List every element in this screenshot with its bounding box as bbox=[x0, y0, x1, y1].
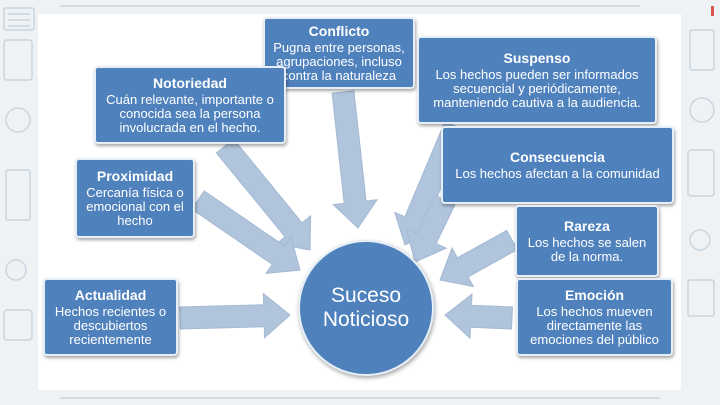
consecuencia-desc: Los hechos afectan a la comunidad bbox=[455, 167, 660, 181]
suspenso-desc: Los hechos pueden ser informados secuenc… bbox=[425, 68, 649, 110]
arrow-rareza bbox=[440, 230, 517, 286]
notoriedad-desc: Cuán relevante, importante o conocida se… bbox=[102, 93, 278, 135]
box-proximidad: Proximidad Cercanía física o emocional c… bbox=[75, 158, 195, 238]
arrow-emocion bbox=[445, 294, 513, 338]
box-notoriedad: Notoriedad Cuán relevante, importante o … bbox=[94, 66, 286, 144]
notoriedad-title: Notoriedad bbox=[153, 75, 227, 91]
rareza-title: Rareza bbox=[564, 218, 610, 234]
arrow-conflicto bbox=[332, 91, 377, 228]
box-suspenso: Suspenso Los hechos pueden ser informado… bbox=[417, 36, 657, 124]
center-label: Suceso Noticioso bbox=[323, 284, 409, 332]
actualidad-desc: Hechos recientes o descubiertos reciente… bbox=[51, 305, 170, 347]
suspenso-title: Suspenso bbox=[504, 50, 571, 66]
emocion-title: Emoción bbox=[565, 287, 624, 303]
conflicto-desc: Pugna entre personas, agrupaciones, incl… bbox=[271, 41, 407, 83]
box-actualidad: Actualidad Hechos recientes o descubiert… bbox=[43, 278, 178, 356]
conflicto-title: Conflicto bbox=[309, 23, 370, 39]
box-emocion: Emoción Los hechos mueven directamente l… bbox=[516, 278, 673, 356]
center-circle: Suceso Noticioso bbox=[298, 240, 434, 376]
proximidad-title: Proximidad bbox=[97, 168, 173, 184]
box-rareza: Rareza Los hechos se salen de la norma. bbox=[515, 205, 659, 277]
box-consecuencia: Consecuencia Los hechos afectan a la com… bbox=[441, 126, 674, 204]
consecuencia-title: Consecuencia bbox=[510, 149, 605, 165]
emocion-desc: Los hechos mueven directamente las emoci… bbox=[524, 305, 665, 347]
actualidad-title: Actualidad bbox=[75, 287, 147, 303]
proximidad-desc: Cercanía física o emocional con el hecho bbox=[83, 186, 187, 228]
rareza-desc: Los hechos se salen de la norma. bbox=[523, 236, 651, 264]
arrow-actualidad bbox=[180, 294, 290, 338]
